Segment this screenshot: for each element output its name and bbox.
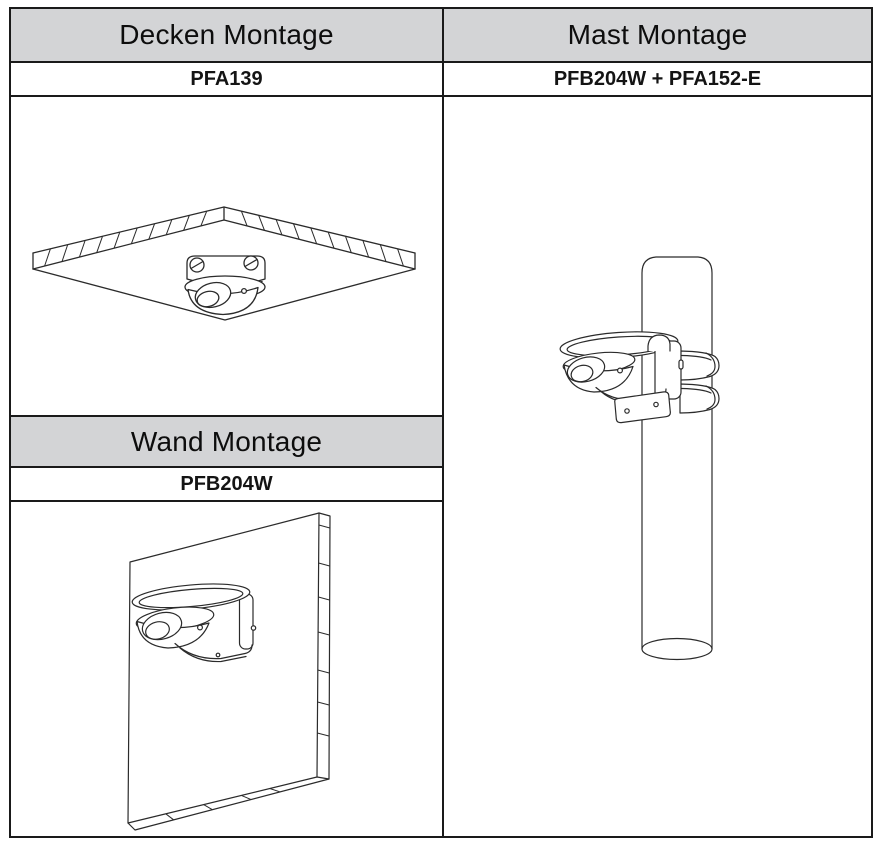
model-pfb204w-pfa152e-label: PFB204W + PFA152-E	[553, 67, 762, 90]
pole-mount-illustration	[559, 256, 720, 661]
dome-camera-side	[131, 583, 257, 663]
dome-camera-bracket	[559, 331, 684, 424]
figure-wall-mount	[11, 502, 442, 836]
pole-straps	[679, 350, 720, 414]
dome-camera	[184, 255, 266, 316]
column-right: Mast Montage PFB204W + PFA152-E	[444, 9, 871, 836]
header-decken-label: Decken Montage	[119, 19, 334, 50]
mounting-options-table: Decken Montage PFA139	[9, 7, 873, 838]
pole	[641, 256, 713, 661]
column-left: Decken Montage PFA139	[11, 9, 444, 836]
header-decken-montage: Decken Montage	[11, 9, 442, 63]
model-pfa139-label: PFA139	[190, 67, 263, 90]
wall-panel	[127, 512, 331, 831]
figure-pole-mount	[444, 97, 871, 836]
ceiling-mount-illustration	[32, 206, 416, 321]
wall-edge-ticks	[165, 524, 331, 821]
model-pfb204w: PFB204W	[11, 468, 442, 502]
panel-hatching	[44, 211, 404, 267]
header-wand-montage: Wand Montage	[11, 417, 442, 468]
figure-ceiling-mount	[11, 97, 442, 417]
wall-mount-illustration	[127, 512, 331, 831]
header-mast-label: Mast Montage	[567, 19, 748, 50]
model-pfa139: PFA139	[11, 63, 442, 97]
model-pfb204w-pfa152e: PFB204W + PFA152-E	[444, 63, 871, 97]
header-mast-montage: Mast Montage	[444, 9, 871, 63]
header-wand-label: Wand Montage	[130, 425, 323, 457]
model-pfb204w-label: PFB204W	[180, 472, 273, 495]
